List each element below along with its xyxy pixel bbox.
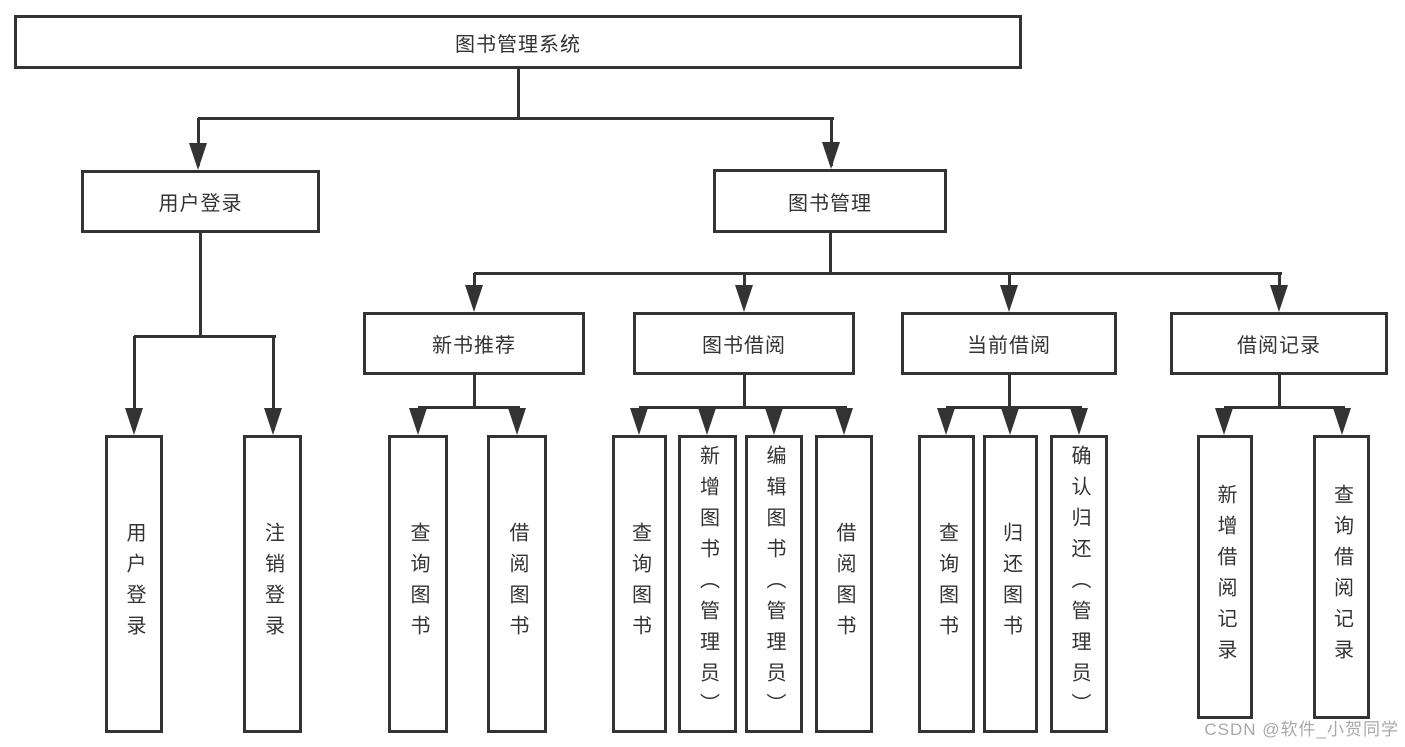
node-leaf-query-book-2: 查询图书: [612, 435, 667, 733]
arrowhead-down-icon: [630, 408, 648, 435]
arrowhead-down-icon: [1070, 408, 1088, 435]
node-book-mgmt: 图书管理: [713, 169, 947, 233]
connector-line: [828, 233, 832, 273]
watermark-text: CSDN @软件_小贺同学: [1204, 720, 1399, 739]
connector-line: [1224, 405, 1345, 409]
arrowhead-down-icon: [735, 285, 753, 312]
node-borrow-records: 借阅记录: [1170, 312, 1388, 375]
connector-line: [196, 118, 200, 166]
arrowhead-down-icon: [1270, 285, 1288, 312]
connector-line: [472, 375, 476, 407]
node-leaf-edit-book: 编辑图书（管理员）: [745, 435, 803, 733]
node-leaf-query-book-1: 查询图书: [388, 435, 448, 733]
connector-line: [474, 271, 1282, 275]
node-leaf-add-record: 新增借阅记录: [1197, 435, 1253, 719]
arrowhead-down-icon: [465, 285, 483, 312]
node-leaf-borrow-book-2: 借阅图书: [815, 435, 873, 733]
node-new-book-rec: 新书推荐: [363, 312, 585, 375]
node-root: 图书管理系统: [14, 15, 1022, 69]
arrowhead-down-icon: [1001, 408, 1019, 435]
connector-line: [271, 336, 275, 430]
arrowhead-down-icon: [125, 408, 143, 435]
arrowhead-down-icon: [409, 408, 427, 435]
connector-line: [946, 405, 1082, 409]
arrowhead-down-icon: [508, 408, 526, 435]
connector-line: [198, 116, 834, 120]
node-leaf-add-book: 新增图书（管理员）: [678, 435, 737, 733]
connector-line: [1277, 375, 1281, 407]
node-book-borrow: 图书借阅: [633, 312, 855, 375]
arrowhead-down-icon: [822, 142, 840, 169]
node-leaf-return-book: 归还图书: [983, 435, 1038, 733]
node-current-borrow: 当前借阅: [901, 312, 1117, 375]
connector-line: [198, 233, 202, 336]
connector-line: [516, 69, 520, 118]
node-leaf-user-login: 用户登录: [105, 435, 163, 733]
arrowhead-down-icon: [698, 408, 716, 435]
arrowhead-down-icon: [937, 408, 955, 435]
arrowhead-down-icon: [1215, 408, 1233, 435]
connector-line: [742, 375, 746, 407]
arrowhead-down-icon: [835, 408, 853, 435]
node-leaf-confirm-ret: 确认归还（管理员）: [1050, 435, 1108, 733]
connector-line: [1007, 375, 1011, 407]
arrowhead-down-icon: [264, 408, 282, 435]
connector-line: [134, 334, 276, 338]
node-leaf-query-book-3: 查询图书: [918, 435, 975, 733]
connector-line: [418, 405, 520, 409]
connector-line: [639, 405, 847, 409]
node-user-login: 用户登录: [81, 170, 320, 233]
node-leaf-logout: 注销登录: [243, 435, 302, 733]
node-leaf-query-record: 查询借阅记录: [1313, 435, 1370, 719]
arrowhead-down-icon: [1000, 285, 1018, 312]
arrowhead-down-icon: [765, 408, 783, 435]
connector-line: [132, 336, 136, 430]
arrowhead-down-icon: [1333, 408, 1351, 435]
node-leaf-borrow-book-1: 借阅图书: [487, 435, 547, 733]
arrowhead-down-icon: [189, 143, 207, 170]
